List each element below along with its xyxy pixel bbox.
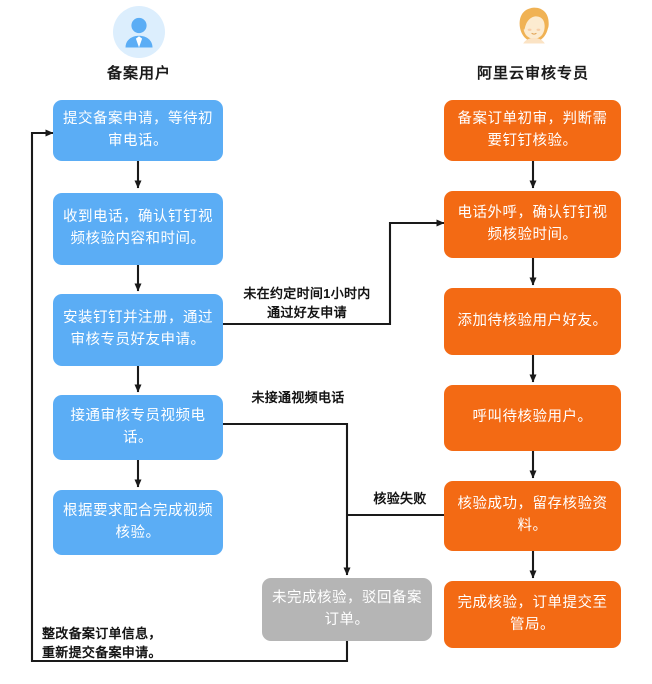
node-submit-application[interactable]: 提交备案申请，等待初审电话。 (53, 100, 223, 161)
node-initial-review[interactable]: 备案订单初审，判断需要钉钉核验。 (444, 100, 621, 161)
node-label: 接通审核专员视频电话。 (70, 407, 206, 446)
lane-title-user: 备案用户 (106, 65, 171, 82)
node-label: 收到电话，确认钉钉视频核验内容和时间。 (63, 209, 213, 247)
edge-label-resubmit: 整改备案订单信息， 重新提交备案申请。 (42, 626, 162, 660)
node-label: 完成核验，订单提交至管局。 (457, 594, 608, 633)
node-outbound-call[interactable]: 电话外呼，确认钉钉视频核验时间。 (444, 191, 621, 258)
node-label: 安装钉钉并注册，通过审核专员好友申请。 (63, 310, 213, 348)
reviewer-avatar-icon (519, 7, 549, 44)
node-label: 备案订单初审，判断需要钉钉核验。 (457, 110, 608, 149)
node-call-user[interactable]: 呼叫待核验用户。 (444, 385, 621, 451)
node-answer-video-call[interactable]: 接通审核专员视频电话。 (53, 395, 223, 460)
node-label: 提交备案申请，等待初审电话。 (63, 110, 213, 149)
node-verification-success[interactable]: 核验成功，留存核验资料。 (444, 481, 621, 551)
node-label: 根据要求配合完成视频核验。 (63, 502, 213, 541)
node-receive-call[interactable]: 收到电话，确认钉钉视频核验内容和时间。 (53, 193, 223, 265)
user-avatar-icon (113, 6, 165, 58)
node-label: 电话外呼，确认钉钉视频核验时间。 (457, 204, 608, 243)
edge-label-missed-video-call: 未接通视频电话 (251, 390, 345, 405)
node-label: 添加待核验用户好友。 (457, 312, 608, 329)
node-label: 核验成功，留存核验资料。 (457, 496, 608, 534)
node-add-friend[interactable]: 添加待核验用户好友。 (444, 288, 621, 355)
user-avatar (113, 6, 165, 58)
edge-label-verification-failed: 核验失败 (373, 491, 427, 506)
lane-title-reviewer: 阿里云审核专员 (476, 65, 589, 82)
node-label: 呼叫待核验用户。 (472, 409, 593, 426)
node-install-dingtalk[interactable]: 安装钉钉并注册，通过审核专员好友申请。 (53, 294, 223, 366)
edge-label-friend-timeout: 未在约定时间1小时内 通过好友申请 (243, 286, 371, 320)
node-label: 未完成核验，驳回备案订单。 (272, 589, 422, 628)
node-complete-verification[interactable]: 根据要求配合完成视频核验。 (53, 490, 223, 555)
reviewer-avatar (508, 2, 560, 54)
node-rejected-order[interactable]: 未完成核验，驳回备案订单。 (262, 578, 432, 641)
node-submit-to-authority[interactable]: 完成核验，订单提交至管局。 (444, 581, 621, 648)
